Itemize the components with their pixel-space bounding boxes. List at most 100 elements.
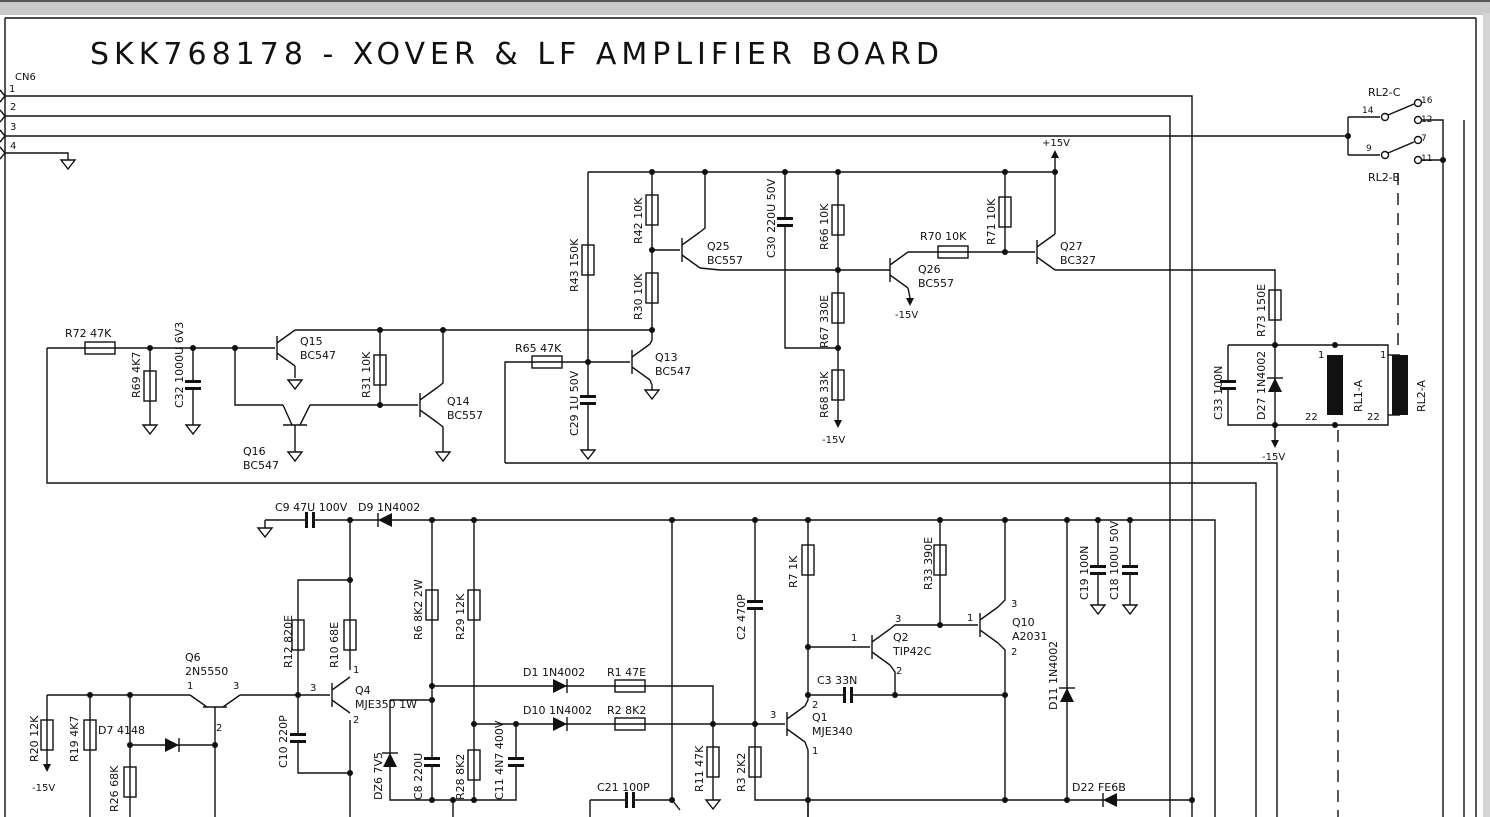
- rail-label-plus15: +15V: [1042, 138, 1070, 149]
- wire: [1055, 269, 1276, 345]
- relay-pin: 7: [1421, 134, 1427, 144]
- component-label-c2: C2 470P: [735, 594, 748, 640]
- capacitor: [1090, 565, 1106, 568]
- component-label-c3: C3 33N: [817, 674, 857, 687]
- component-label-r42: R42 10K: [632, 197, 645, 244]
- capacitor: [290, 733, 306, 736]
- component-label-r1: R1 47E: [607, 666, 646, 679]
- wire: [699, 267, 890, 271]
- window-scrollbar[interactable]: [1483, 13, 1490, 817]
- component-label-c8: C8 220U: [412, 753, 425, 800]
- junction-dot: [147, 345, 153, 351]
- coil-pin: 22: [1367, 412, 1380, 423]
- wire: [997, 642, 1006, 800]
- capacitor: [312, 512, 315, 528]
- resistor: [645, 272, 659, 304]
- coil-pin: 1: [1380, 350, 1386, 361]
- junction-dot: [752, 517, 758, 523]
- junction-dot: [669, 797, 675, 803]
- ground-icon: [1089, 604, 1107, 616]
- relay-contact: [1380, 150, 1390, 160]
- capacitor: [185, 380, 201, 383]
- arrow-down-icon: [43, 764, 51, 772]
- junction-dot: [1002, 692, 1008, 698]
- component-label-r29: R29 12K: [454, 593, 467, 640]
- wire: [754, 520, 1192, 801]
- capacitor-gap: [426, 760, 438, 764]
- component-label-r65: R65 47K: [515, 342, 562, 355]
- relay-pin: 9: [1366, 144, 1372, 154]
- transistor: [889, 251, 909, 266]
- capacitor: [632, 792, 635, 808]
- junction-dot: [471, 721, 477, 727]
- wire: [0, 129, 6, 143]
- wire: [907, 287, 911, 299]
- transistor: [276, 352, 296, 367]
- pin-label: 2: [896, 666, 902, 677]
- junction-dot: [471, 517, 477, 523]
- junction-dot: [1127, 517, 1133, 523]
- junction-dot: [450, 797, 456, 803]
- junction-dot: [835, 169, 841, 175]
- junction-dot: [1095, 517, 1101, 523]
- junction-dot: [190, 345, 196, 351]
- pin-label: 1: [967, 613, 973, 624]
- component-label-rl2-a: RL2-A: [1415, 380, 1428, 412]
- diode: [378, 513, 392, 527]
- junction-dot: [752, 721, 758, 727]
- resistor: [801, 544, 815, 576]
- transistor: [871, 628, 891, 643]
- component-label-r33: R33 390E: [922, 537, 935, 590]
- junction-dot: [1272, 342, 1278, 348]
- component-label-c18: C18 100U 50V: [1108, 520, 1121, 600]
- component-label-r67: R67 330E: [818, 295, 831, 348]
- component-label-r70: R70 10K: [920, 230, 967, 243]
- capacitor: [850, 687, 853, 703]
- connector-pin: 1: [9, 84, 15, 95]
- arrow-up-icon: [1051, 150, 1059, 158]
- resistor: [343, 619, 357, 651]
- junction-dot: [649, 247, 655, 253]
- resistor: [425, 589, 439, 621]
- junction-dot: [1064, 517, 1070, 523]
- wire: [299, 404, 311, 426]
- connector-pin: 3: [10, 122, 16, 133]
- connector-pin: 4: [10, 141, 16, 152]
- junction-dot: [669, 517, 675, 523]
- wire: [0, 89, 6, 103]
- capacitor: [777, 224, 793, 227]
- component-label-c21: C21 100P: [597, 781, 650, 794]
- junction-dot: [937, 517, 943, 523]
- resistor: [933, 544, 947, 576]
- junction-dot: [1052, 169, 1058, 175]
- pin-label: 2: [812, 700, 818, 711]
- transistor: [631, 366, 651, 381]
- relay-pin: 12: [1421, 115, 1432, 125]
- junction-dot: [1332, 422, 1338, 428]
- component-label-d9: D9 1N4002: [358, 501, 420, 514]
- component-label-r28: R28 8K2: [454, 754, 467, 800]
- ground-icon: [704, 799, 722, 811]
- rail-label-minus15: -15V: [1262, 452, 1285, 463]
- junction-dot: [127, 692, 133, 698]
- wire: [804, 741, 809, 817]
- component-label-c30: C30 220U 50V: [765, 178, 778, 258]
- component-label-r69: R69 4K7: [130, 352, 143, 398]
- capacitor: [1220, 380, 1236, 383]
- junction-dot: [892, 692, 898, 698]
- component-label-c32: C32 1000U 6V3: [173, 322, 186, 408]
- component-label-d1: D1 1N4002: [523, 666, 585, 679]
- capacitor-gap: [846, 689, 850, 701]
- component-label-r73: R73 150E: [1255, 284, 1268, 337]
- component-label-d27: D27 1N4002: [1255, 351, 1268, 420]
- capacitor-gap: [628, 794, 632, 806]
- junction-dot: [1272, 422, 1278, 428]
- component-label-r7: R7 1K: [787, 555, 800, 588]
- resistor: [40, 719, 54, 751]
- resistor: [123, 766, 137, 798]
- component-label-d10: D10 1N4002: [523, 704, 592, 717]
- rail-label-minus15: -15V: [822, 435, 845, 446]
